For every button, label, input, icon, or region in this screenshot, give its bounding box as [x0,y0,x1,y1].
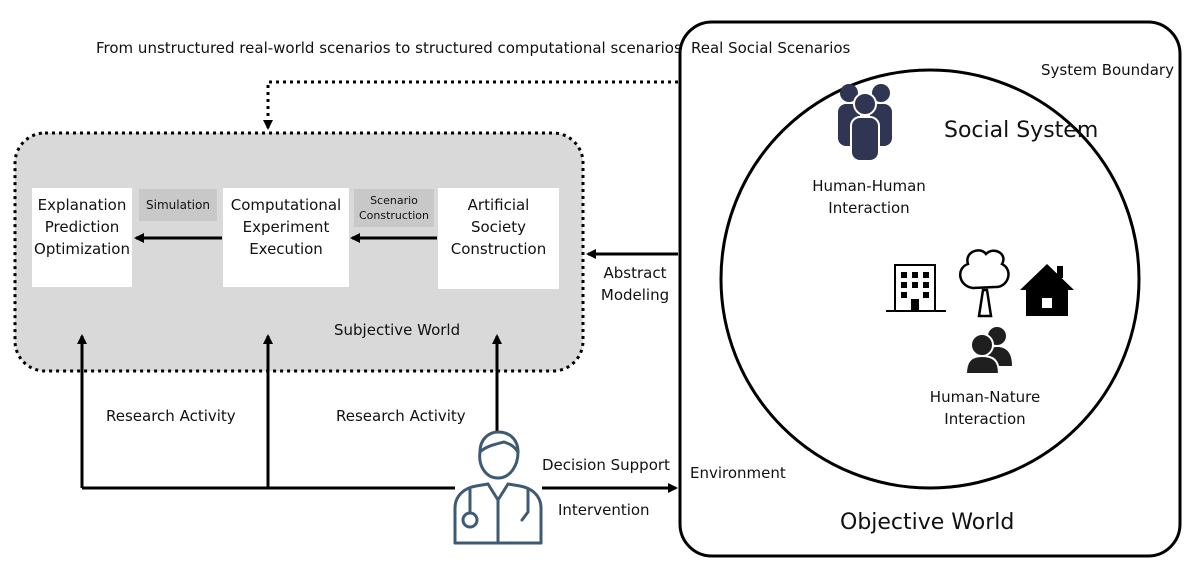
environment-label: Environment [690,464,786,482]
real-social-scenarios-label: Real Social Scenarios [691,39,851,57]
subjective-world-label: Subjective World [334,321,461,339]
human-nature-label: Human-Nature Interaction [929,388,1041,428]
system-boundary-circle [719,68,1141,490]
research-activity-left: Research Activity [106,407,236,425]
society-box [438,188,559,289]
scenario-construction-tag: Scenario Construction [354,189,434,227]
research-activity-right: Research Activity [336,407,466,425]
dashed-arrow [263,80,678,130]
abstract-modeling-label: Abstract Modeling [600,264,670,304]
header-caption: From unstructured real-world scenarios t… [96,39,682,57]
two-people-icon [964,327,1012,375]
social-system-label: Social System [944,118,1099,143]
society-box-text: Artificial Society Construction [450,196,547,258]
group-people-icon [838,84,892,162]
simulation-tag: Simulation [139,189,217,221]
building-icon [886,264,946,312]
doctor-icon [453,430,543,545]
objective-world-label: Objective World [840,510,1015,535]
tree-icon [959,249,1010,318]
explanation-box-text: Explanation Prediction Optimization [34,196,130,258]
intervention-label: Intervention [558,501,650,519]
system-boundary-label: System Boundary [1041,61,1174,79]
objective-world-region [678,20,1182,558]
explanation-box [32,188,132,287]
experiment-box-text: Computational Experiment Execution [230,196,342,258]
decision-support-label: Decision Support [542,456,670,474]
experiment-box [223,188,349,287]
house-icon [1020,264,1074,316]
human-human-label: Human-Human Interaction [812,177,926,217]
